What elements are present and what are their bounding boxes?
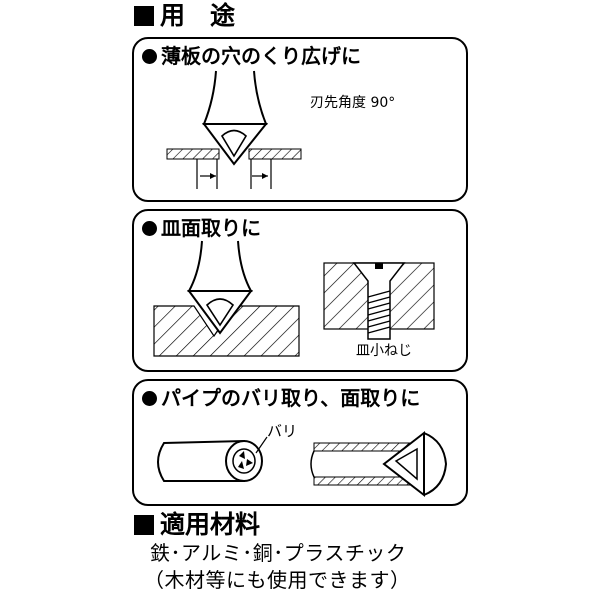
bullet-dot-icon — [142, 49, 157, 64]
materials-heading: 適用材料 — [134, 511, 260, 539]
burr-label: バリ — [267, 422, 298, 440]
panel-title-text: 薄板の穴のくり広げに — [161, 44, 361, 68]
materials-heading-text: 適用材料 — [160, 510, 261, 539]
countersink-illustration — [153, 240, 435, 357]
pipe-deburring-illustration — [157, 430, 448, 498]
panel-countersink: 皿面取りに 皿小ねじ — [132, 209, 468, 372]
panel-title: 薄板の穴のくり広げに — [142, 43, 361, 69]
thin-plate-countersink-illustration — [166, 70, 302, 189]
uses-heading-text: 用 途 — [160, 1, 236, 30]
square-bullet-icon — [134, 6, 154, 26]
bullet-dot-icon — [142, 221, 157, 236]
panel-title: パイプのバリ取り、面取りに — [142, 385, 420, 411]
flat-head-screw-label: 皿小ねじ — [356, 343, 412, 359]
panel-title-text: 皿面取りに — [161, 216, 261, 240]
panel-title-text: パイプのバリ取り、面取りに — [161, 386, 421, 410]
panel-pipe-deburring: パイプのバリ取り、面取りに バリ — [132, 379, 468, 506]
panel-title: 皿面取りに — [142, 215, 261, 241]
materials-list: 鉄･アルミ･銅･プラスチック — [150, 541, 407, 565]
panel-hole-reaming: 薄板の穴のくり広げに 刃先角度 90° — [132, 37, 468, 202]
square-bullet-icon — [134, 515, 154, 535]
bullet-dot-icon — [142, 391, 157, 406]
uses-heading: 用 途 — [134, 2, 235, 30]
materials-note: （木材等にも使用できます） — [144, 568, 411, 592]
cutting-angle-label: 刃先角度 90° — [310, 95, 396, 111]
